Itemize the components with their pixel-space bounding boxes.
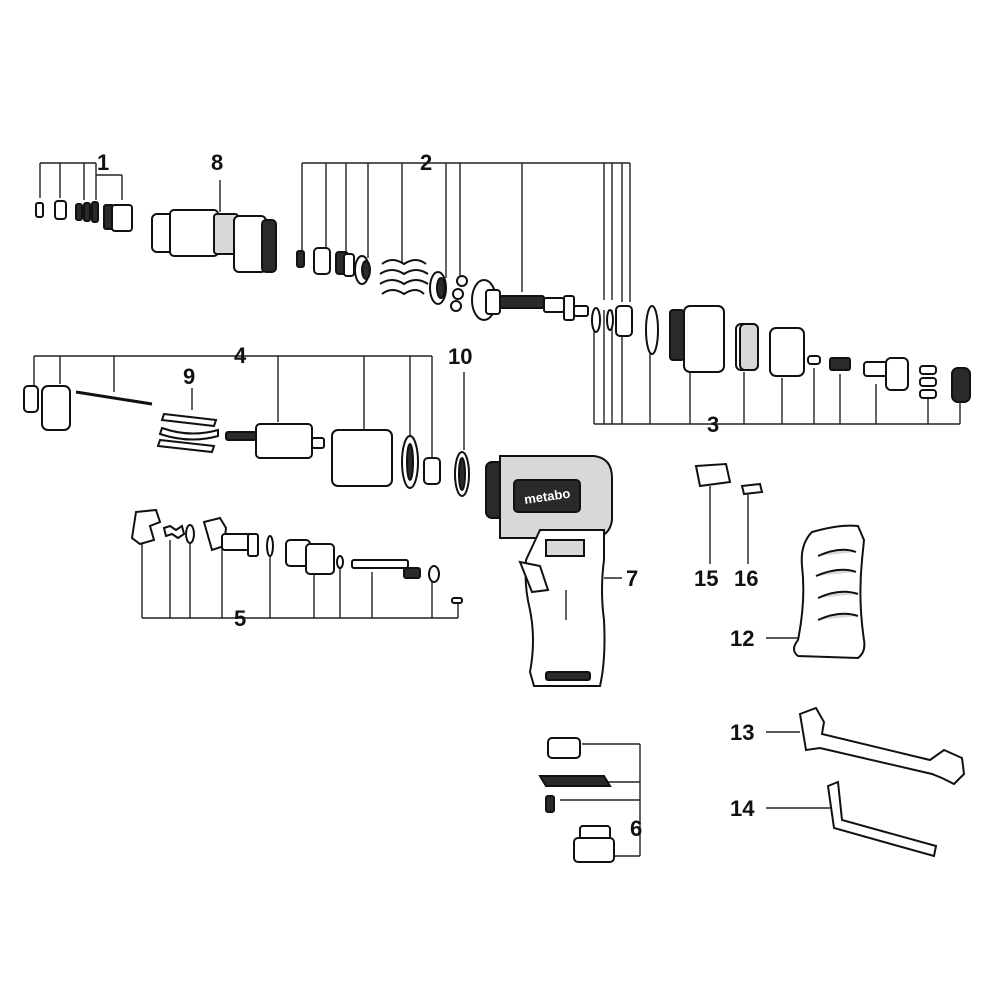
part-group-1: 1 <box>35 150 133 232</box>
part-number-13: 13 <box>730 720 754 745</box>
part-number-4: 4 <box>234 343 247 368</box>
part-number-10: 10 <box>448 344 472 369</box>
part-number-8: 8 <box>211 150 223 175</box>
part-group-6: 6 <box>538 737 642 863</box>
part-10-ring: 10 <box>448 344 472 497</box>
callout-leader-4 <box>33 355 433 458</box>
part-number-7: 7 <box>626 566 638 591</box>
part-group-2: 2 <box>296 150 631 321</box>
group-2-parts <box>296 247 589 321</box>
group-3-parts <box>591 305 971 403</box>
callout-leader-1 <box>39 162 123 200</box>
part-number-5: 5 <box>234 606 246 631</box>
part-number-6: 6 <box>630 816 642 841</box>
part-number-9: 9 <box>183 364 195 389</box>
part-15-label: 15 <box>694 462 732 591</box>
group-4-parts <box>23 385 441 489</box>
part-12-grip-cover: 12 <box>730 524 866 660</box>
part-group-5: 5 <box>130 508 463 631</box>
part-number-16: 16 <box>734 566 758 591</box>
callout-leader-2 <box>301 162 631 302</box>
part-group-4: 4 <box>23 343 441 489</box>
part-group-3: 3 <box>591 305 971 437</box>
part-9-rotor-blades: 9 <box>156 364 219 454</box>
group-1-parts <box>35 200 133 232</box>
group-5-parts <box>130 508 463 604</box>
part-16-label: 16 <box>734 482 764 591</box>
part-14-hex-key: 14 <box>730 780 938 858</box>
callout-leader-3 <box>593 310 961 425</box>
part-number-14: 14 <box>730 796 755 821</box>
brand-logo: metabo <box>523 486 571 507</box>
part-number-15: 15 <box>694 566 718 591</box>
part-13-wrench: 13 <box>730 706 966 786</box>
group-6-parts <box>538 737 615 863</box>
part-number-3: 3 <box>707 412 719 437</box>
part-number-12: 12 <box>730 626 754 651</box>
part-8-nose-housing: 8 <box>151 150 277 273</box>
part-number-2: 2 <box>420 150 432 175</box>
part-7-tool-body: metabo 7 <box>485 455 638 687</box>
part-number-1: 1 <box>97 150 109 175</box>
